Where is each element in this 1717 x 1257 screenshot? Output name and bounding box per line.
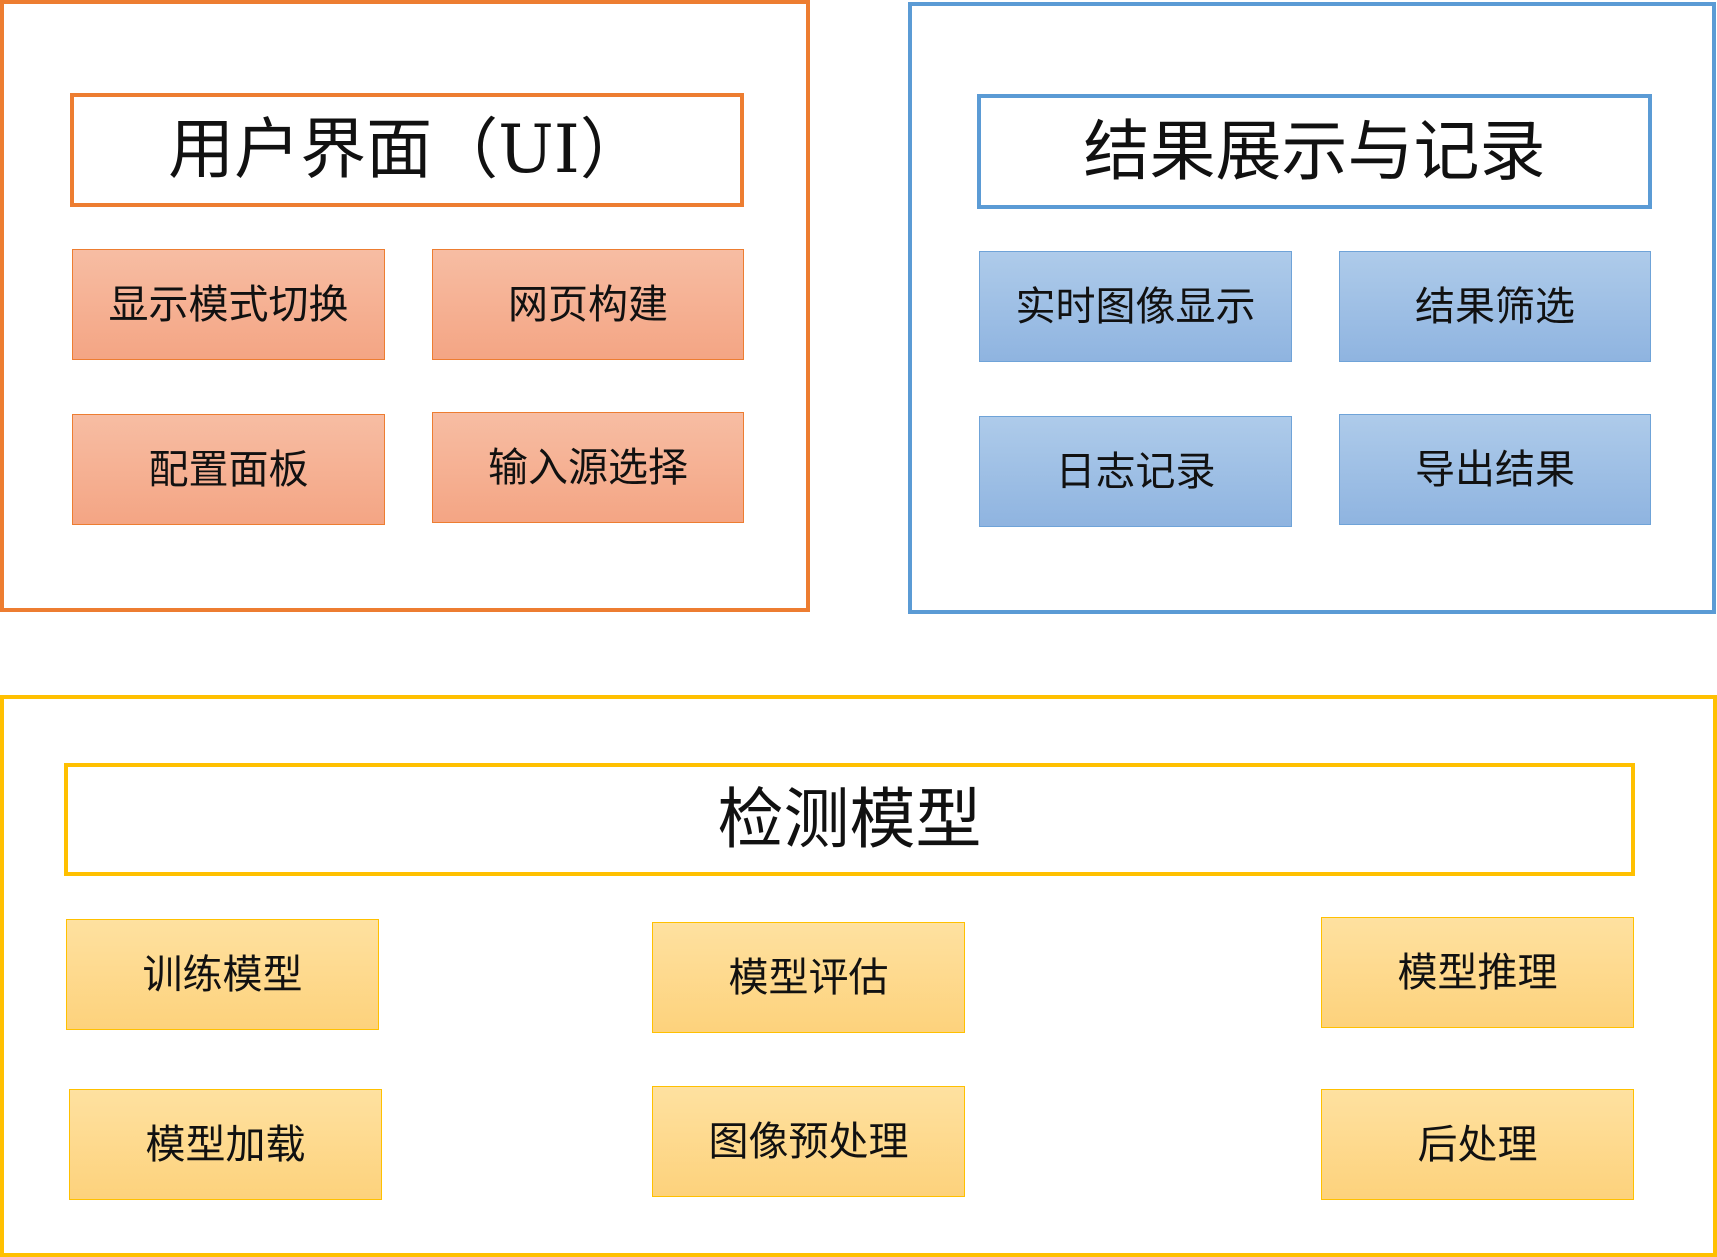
module-train-model[interactable]: 训练模型 (66, 919, 379, 1030)
module-model-inference[interactable]: 模型推理 (1321, 917, 1634, 1028)
module-config-panel[interactable]: 配置面板 (72, 414, 385, 525)
module-realtime-image-display[interactable]: 实时图像显示 (979, 251, 1292, 362)
module-export-results[interactable]: 导出结果 (1339, 414, 1651, 525)
module-model-evaluation[interactable]: 模型评估 (652, 922, 965, 1033)
module-post-processing[interactable]: 后处理 (1321, 1089, 1634, 1200)
ui-panel-title: 用户界面（UI） (70, 93, 744, 207)
module-display-mode-switch[interactable]: 显示模式切换 (72, 249, 385, 360)
result-panel-title: 结果展示与记录 (977, 94, 1652, 209)
module-web-page-build[interactable]: 网页构建 (432, 249, 744, 360)
module-result-filter[interactable]: 结果筛选 (1339, 251, 1651, 362)
module-model-loading[interactable]: 模型加载 (69, 1089, 382, 1200)
module-image-preprocessing[interactable]: 图像预处理 (652, 1086, 965, 1197)
module-log-record[interactable]: 日志记录 (979, 416, 1292, 527)
detection-panel-title: 检测模型 (64, 763, 1635, 876)
module-input-source-select[interactable]: 输入源选择 (432, 412, 744, 523)
